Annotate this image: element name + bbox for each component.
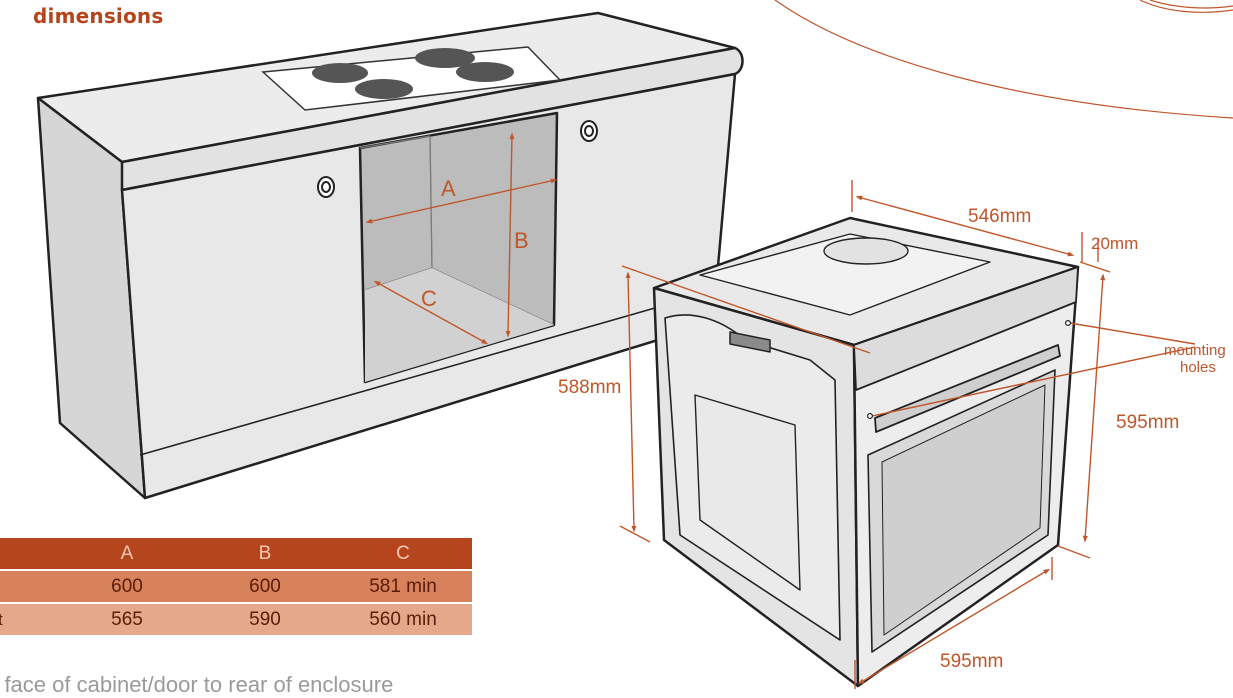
dim-front-height: 595mm xyxy=(1116,412,1179,433)
dim-label-c: C xyxy=(421,286,437,311)
mounting-holes-label-2: holes xyxy=(1180,359,1216,376)
dim-label-b: B xyxy=(514,228,529,253)
dim-side-height: 588mm xyxy=(558,377,621,398)
mounting-holes-label: mounting xyxy=(1164,342,1226,359)
dim-panel-thickness: 20mm xyxy=(1091,234,1138,253)
oven-handle xyxy=(874,344,1061,433)
dim-label-a: A xyxy=(441,176,456,201)
built-in-oven xyxy=(652,216,1080,688)
cavity-dimensions-table: A B C 600 600 581 min t 565 590 560 min xyxy=(0,538,472,635)
decorative-arc xyxy=(774,0,1233,119)
dim-front-width: 595mm xyxy=(940,651,1003,672)
table-cell-c: 581 min xyxy=(334,569,472,603)
cabinet-knob xyxy=(317,120,598,198)
table-row-label: t xyxy=(0,602,58,635)
table-header-c: C xyxy=(396,542,410,564)
cavity-dimension-lines xyxy=(365,132,558,345)
mounting-hole xyxy=(866,413,873,420)
table-cell-a: 565 xyxy=(58,602,196,635)
table-row-label xyxy=(0,569,58,603)
dim-top-depth: 546mm xyxy=(968,206,1031,227)
mounting-hole xyxy=(1064,320,1071,327)
table-cell-b: 590 xyxy=(196,602,334,635)
table-header-row: A B C xyxy=(0,538,472,570)
table-row: t 565 590 560 min xyxy=(0,602,472,635)
hob xyxy=(261,46,562,111)
table-cell-c: 560 min xyxy=(334,602,472,635)
table-row: 600 600 581 min xyxy=(0,569,472,603)
footnote: m face of cabinet/door to rear of enclos… xyxy=(0,672,394,697)
oven-dimension-lines xyxy=(619,180,1196,689)
table-cell-b: 600 xyxy=(196,569,334,603)
table-cell-a: 600 xyxy=(58,569,196,603)
table-header-b: B xyxy=(258,542,272,564)
table-header-a: A xyxy=(120,542,134,564)
page-heading: dimensions xyxy=(33,4,164,28)
